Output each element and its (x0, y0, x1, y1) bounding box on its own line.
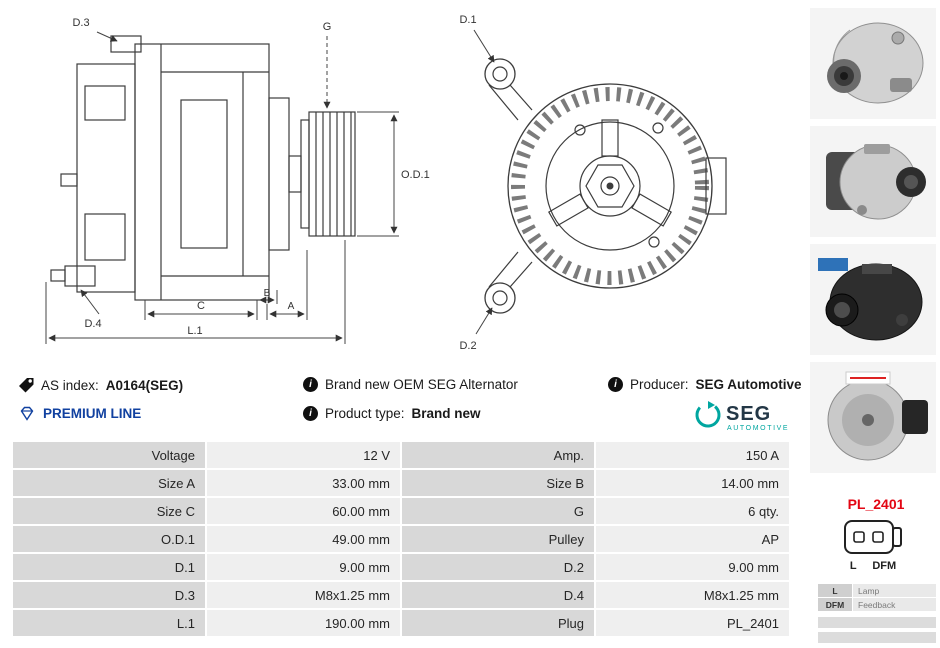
info-icon: i (608, 377, 623, 392)
product-photo-3[interactable] (810, 244, 936, 355)
dim-label-d1: D.1 (459, 14, 476, 26)
plug-connector-icon (844, 520, 902, 554)
spec-table: Voltage 12 V Amp. 150 A Size A 33.00 mm … (13, 442, 789, 636)
dim-label-d3: D.3 (72, 17, 89, 29)
dim-label-c: C (197, 300, 205, 312)
alternator-front-outline (484, 58, 727, 314)
tag-icon (19, 378, 34, 393)
alternator-side-outline (50, 35, 356, 301)
seg-logo-text: SEG (726, 403, 771, 425)
dim-label-d4: D.4 (84, 318, 101, 330)
spec-value: 49.00 mm (207, 526, 400, 552)
spec-label: Size C (13, 498, 205, 524)
spec-value: 6 qty. (596, 498, 789, 524)
alternator-photo-4-graphic (827, 371, 928, 461)
as-index-value: A0164(SEG) (105, 377, 184, 393)
spec-value: 12 V (207, 442, 400, 468)
spec-label: G (402, 498, 594, 524)
spec-label: D.3 (13, 582, 205, 608)
spec-value: 9.00 mm (596, 554, 789, 580)
spec-label: Size A (13, 470, 205, 496)
front-dimension-lines (473, 29, 495, 335)
oem-row: i Brand new OEM SEG Alternator (303, 377, 518, 392)
spec-value: 14.00 mm (596, 470, 789, 496)
spec-value: PL_2401 (596, 610, 789, 636)
spec-label: Size B (402, 470, 594, 496)
legend-abbr: L (818, 584, 852, 597)
spec-value: 150 A (596, 442, 789, 468)
dimension-lines (45, 31, 399, 344)
dim-label-g: G (323, 21, 332, 33)
spec-label: L.1 (13, 610, 205, 636)
seg-logo-subtext: AUTOMOTIVE (727, 425, 789, 432)
spec-value: 9.00 mm (207, 554, 400, 580)
legend-desc: Feedback (853, 598, 936, 611)
as-index-row: AS index: A0164(SEG) (18, 377, 183, 393)
front-view-drawing: D.1 D.2 (459, 14, 727, 352)
plug-code: PL_2401 (847, 496, 905, 512)
spec-value: 60.00 mm (207, 498, 400, 524)
dim-label-od1: O.D.1 (401, 169, 430, 181)
info-icon: i (303, 377, 318, 392)
info-icon: i (303, 406, 318, 421)
spec-value: M8x1.25 mm (207, 582, 400, 608)
spec-label: Pulley (402, 526, 594, 552)
dim-label-l1: L.1 (187, 325, 202, 337)
product-photo-gallery (810, 8, 936, 473)
spec-value: M8x1.25 mm (596, 582, 789, 608)
spec-value: 33.00 mm (207, 470, 400, 496)
plug-pin-l: L (849, 560, 857, 572)
spec-label: Amp. (402, 442, 594, 468)
seg-automotive-logo: SEG AUTOMOTIVE (695, 401, 789, 432)
product-type-label: Product type: (325, 406, 405, 421)
product-photo-4[interactable] (810, 362, 936, 473)
plug-pin-labels: L DFM (842, 560, 904, 572)
plug-legend: L Lamp DFM Feedback (818, 584, 936, 612)
spec-value: AP (596, 526, 789, 552)
spec-label: D.2 (402, 554, 594, 580)
product-photo-1[interactable] (810, 8, 936, 119)
legend-row: L Lamp (818, 584, 936, 597)
alternator-photo-3-graphic (818, 258, 923, 341)
legend-desc: Lamp (853, 584, 936, 597)
product-type-row: i Product type: Brand new (303, 406, 481, 421)
diamond-icon (20, 406, 34, 421)
plug-pin-dfm: DFM (872, 560, 897, 572)
premium-line-label: PREMIUM LINE (43, 406, 142, 421)
side-view-drawing: D.3 G O.D.1 D.4 C B A L.1 (45, 17, 430, 344)
placeholder-bar (818, 617, 936, 628)
producer-label: Producer: (630, 377, 689, 392)
spec-label: Voltage (13, 442, 205, 468)
product-photo-2[interactable] (810, 126, 936, 237)
dim-label-a: A (288, 301, 295, 312)
spec-value: 190.00 mm (207, 610, 400, 636)
oem-text: Brand new OEM SEG Alternator (325, 377, 518, 392)
spec-label: D.4 (402, 582, 594, 608)
premium-line-row: PREMIUM LINE (18, 406, 141, 421)
dim-label-d2: D.2 (459, 340, 476, 352)
as-index-label: AS index: (41, 377, 99, 393)
producer-row: i Producer: SEG Automotive (608, 377, 802, 392)
alternator-photo-1-graphic (827, 22, 924, 104)
spec-label: O.D.1 (13, 526, 205, 552)
dim-label-b: B (264, 288, 271, 299)
product-type-value: Brand new (411, 406, 481, 421)
producer-value: SEG Automotive (695, 377, 802, 392)
placeholder-bar (818, 632, 936, 643)
legend-row: DFM Feedback (818, 598, 936, 611)
spec-label: Plug (402, 610, 594, 636)
alternator-photo-2-graphic (826, 144, 926, 220)
spec-label: D.1 (13, 554, 205, 580)
legend-abbr: DFM (818, 598, 852, 611)
